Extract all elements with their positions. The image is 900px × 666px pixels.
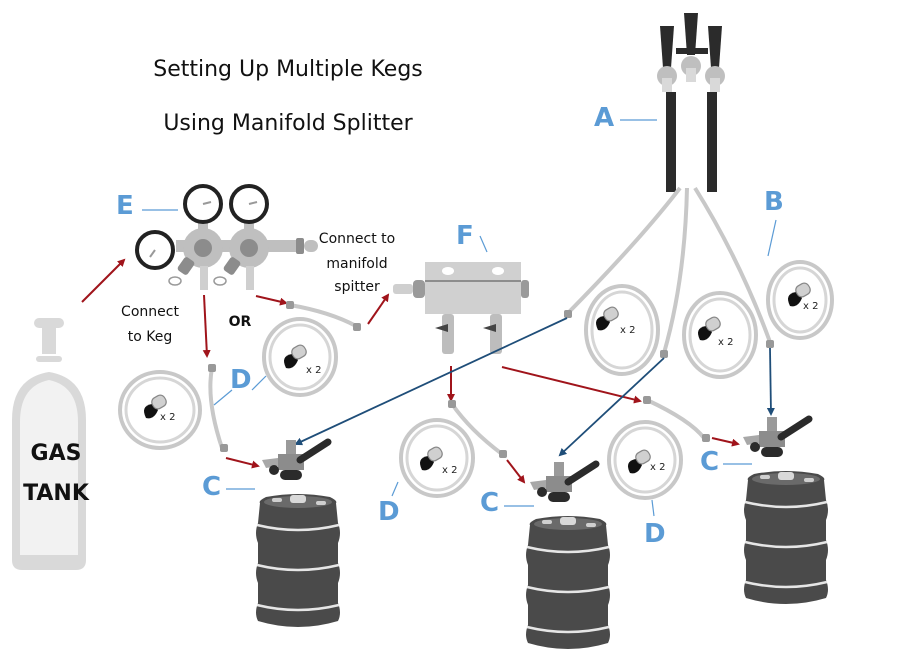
faucet-3-spout [710,78,720,92]
gas-hose-coil: x 2 [399,400,507,498]
manifold-end-cap [521,280,529,298]
note-or: OR [229,314,252,330]
manifold-hole-1 [442,267,454,275]
label-C: C [202,472,221,502]
gas-flow-arrow-hose-to-keg-2 [506,459,526,484]
keg-coupler [743,417,809,457]
gas-hose-coil: x 2 [118,364,228,452]
beer-flow-arrow-to-keg-3 [766,347,775,416]
label-F-leader [479,235,488,253]
regulator-knob-2 [223,257,241,275]
hose-clamp-count: x 2 [803,301,818,312]
label-A: A [594,103,614,133]
regulator-ring-2 [213,276,227,286]
tap-handle-icon [684,13,698,55]
gas-flow-arrow-hose-to-keg-3 [711,437,740,447]
beer-line-1: x 2 [564,186,682,376]
gas-flow-arrow-hose-to-manifold [367,293,390,325]
tap-handle-icon [708,26,722,68]
label-C: C [480,488,499,518]
manifold-outlet-2 [490,314,502,354]
gas-flow-arrow-to-keg-hose [202,294,211,358]
faucet-1-spout [662,78,672,92]
label-E: E [116,191,134,221]
label-D-leader-3 [391,481,399,497]
regulator-ring-1 [168,276,182,286]
manifold-inlet-nut [413,280,425,298]
regulator-knob-1 [177,257,195,275]
pressure-gauge-icon [135,230,175,270]
tank-body-inner [20,380,78,555]
gas-manifold-splitter [393,262,529,354]
label-D: D [378,497,400,527]
gas-tank-label-line2: TANK [23,481,90,506]
keg-coupler [530,462,596,502]
note-connect-keg-line1: Connect [121,304,179,320]
hose-clamp-count: x 2 [160,412,175,423]
beer-keg [524,514,612,651]
label-D: D [230,365,252,395]
beer-keg [742,469,830,606]
beer-keg [254,492,342,629]
tank-valve-cap [34,318,64,328]
gas-flow-arrow-manifold-to-hose-2 [501,366,642,404]
beer-flow-arrow-to-keg-1 [294,317,568,446]
dual-regulator [135,184,318,290]
regulator-outlet-nut [296,238,304,254]
hose-clamp-count: x 2 [442,465,457,476]
gas-hose-coil: x 2 [607,396,710,500]
gas-tank: GAS TANK [12,318,90,570]
hose-clamp-count: x 2 [718,337,733,348]
gauge-stem-1 [198,220,208,232]
manifold-body [425,262,521,314]
note-connect-manifold-line1: Connect to [319,231,395,247]
beer-tap-tower [657,13,725,192]
gas-tank-label-line1: GAS [31,441,82,466]
label-D: D [644,519,666,549]
pressure-gauge-icon [229,184,269,224]
shutoff-valve-1-icon [435,324,448,332]
label-C: C [700,447,719,477]
tower-column-left [666,92,676,192]
diagram-title-line2: Using Manifold Splitter [163,111,413,136]
tower-column-right [707,92,717,192]
gauge-stem-2 [244,220,254,232]
label-D-leader-4 [651,499,655,517]
gas-hose-coil: x 2 [262,301,361,397]
faucet-2-spout [686,68,696,82]
label-F: F [456,221,474,251]
gas-flow-arrow-tank-to-regulator [81,258,126,303]
hose-clamp-count: x 2 [306,365,321,376]
note-connect-keg-line2: to Keg [128,329,173,345]
tank-valve-ring [36,356,62,362]
regulator-body-1-center [194,239,212,257]
hose-clamp-count: x 2 [620,325,635,336]
regulator-outlet-down-1 [200,266,208,290]
hose-clamp-count: x 2 [650,462,665,473]
gas-flow-arrow-hose-to-keg-1 [225,457,260,469]
note-connect-manifold-line2: manifold [326,256,387,272]
pressure-gauge-icon [183,184,223,224]
beer-line-2: x 2 [660,187,758,379]
tap-handle-icon [660,26,674,68]
label-D-leader-2 [251,375,267,391]
note-connect-manifold-line3: spitter [334,279,380,295]
keg-coupler [262,440,328,480]
shutoff-valve-2-icon [483,324,496,332]
label-B: B [764,187,784,217]
label-B-leader [767,219,777,257]
beer-flow-arrow-to-keg-2 [558,357,665,457]
gas-flow-arrow-to-manifold-hose [255,295,288,306]
manifold-outlet-1 [442,314,454,354]
regulator-outlet [304,240,318,252]
diagram-title-line1: Setting Up Multiple Kegs [153,57,423,82]
regulator-body-2-center [240,239,258,257]
manifold-inlet [393,284,413,294]
beer-line-3: x 2 [693,186,834,348]
label-D-leader [213,389,233,406]
manifold-hole-2 [492,267,504,275]
tank-valve-neck [42,328,56,354]
regulator-outlet-down-2 [246,266,254,290]
